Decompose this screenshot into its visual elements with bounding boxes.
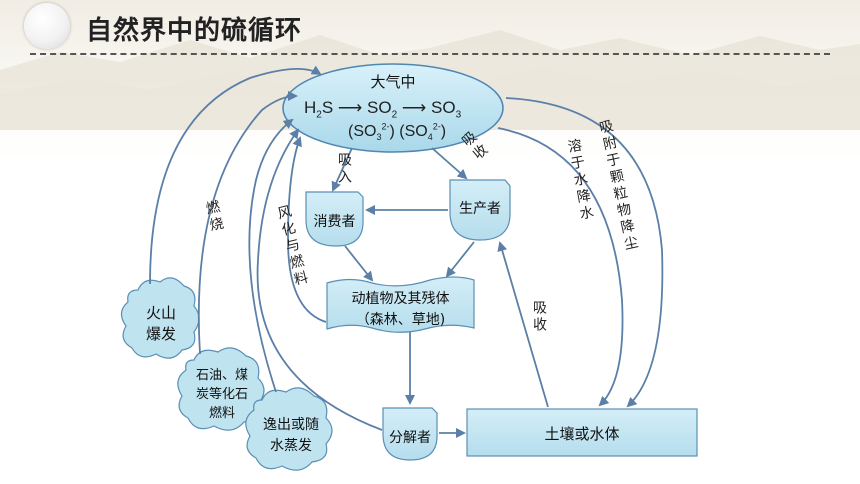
atmosphere-label: 大气中 (370, 73, 416, 91)
decomposer-node (382, 407, 438, 461)
arrow-atmosphere-adsorb (505, 97, 664, 408)
arrow-escape-to-atmosphere (248, 118, 294, 393)
arrow-soil-to-producer (497, 241, 549, 408)
fossil-label-line2: 炭等化石 (195, 387, 248, 402)
volcano-cloud (120, 277, 200, 359)
slide-title: 自然界中的硫循环 (86, 16, 303, 46)
producer-label: 生产者 (459, 201, 501, 217)
inhale-label: 吸入 (336, 152, 352, 186)
fossil-label-line1: 石油、煤 (195, 368, 248, 383)
atmosphere-formula-line2: (SO32-) (SO42-) (348, 122, 446, 143)
decomposer-label: 分解者 (389, 430, 431, 446)
arrow-atmosphere-to-producer (431, 147, 468, 180)
title-bar: 自然界中的硫循环 (0, 0, 860, 56)
fossil-fuel-cloud (177, 347, 265, 431)
so3-formula: SO3 (431, 98, 462, 121)
atmosphere-ellipse (282, 63, 504, 153)
escape-label-line2: 水蒸发 (270, 438, 312, 454)
arrow-organisms-weathering (287, 136, 327, 323)
h2s-formula: H2S (304, 98, 334, 121)
escape-cloud (245, 387, 333, 471)
consumer-node (305, 191, 364, 247)
arrow-atmosphere-dissolve (497, 127, 624, 407)
arrow-fossil-to-atmosphere (197, 91, 298, 355)
arrow-right-icon: ⟶ (401, 98, 427, 117)
arrow-consumer-to-organisms (344, 245, 374, 282)
so2-formula: SO2 (367, 98, 398, 121)
escape-label-line1: 逸出或随 (263, 417, 319, 433)
fossil-label-line3: 燃料 (208, 406, 235, 421)
organisms-node (326, 276, 475, 333)
arrow-right-icon: ⟶ (337, 98, 363, 117)
arrow-atmosphere-to-consumer (331, 147, 353, 192)
absorb-right-label: 吸收 (531, 300, 547, 334)
producer-node (449, 179, 511, 241)
organisms-label-line1: 动植物及其残体 (351, 291, 450, 307)
title-bullet-circle (24, 3, 70, 49)
volcano-label-line1: 火山 (145, 304, 176, 322)
volcano-label-line2: 爆发 (145, 325, 176, 343)
consumer-label: 消费者 (313, 214, 356, 230)
atmosphere-formula-line1: H2S ⟶ SO2 ⟶ SO3 (304, 98, 461, 120)
arrow-decomposer-to-atmosphere (256, 128, 383, 431)
soil-water-label: 土壤或水体 (544, 425, 620, 443)
arrow-volcano-to-atmosphere (149, 65, 322, 285)
sulfite-ion: (SO32-) (348, 122, 395, 143)
sulfate-ion: (SO42-) (399, 122, 447, 143)
title-divider (30, 53, 830, 55)
organisms-label-line2: （森林、草地) (355, 312, 446, 328)
soil-water-node (466, 408, 698, 457)
arrow-producer-to-organisms (445, 241, 475, 278)
